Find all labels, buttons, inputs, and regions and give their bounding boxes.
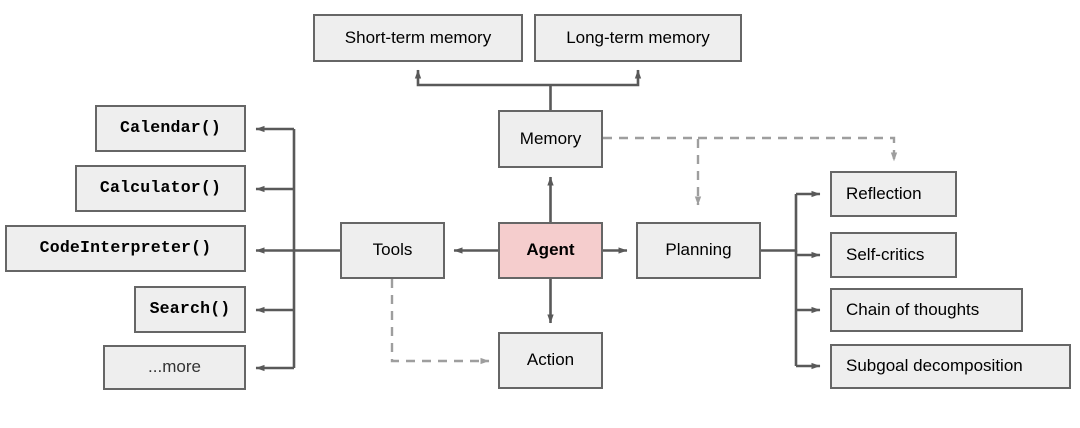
node-memory[interactable]: Memory: [498, 110, 603, 168]
node-long-term-memory[interactable]: Long-term memory: [534, 14, 742, 62]
node-label: Memory: [519, 128, 582, 148]
node-planning[interactable]: Planning: [636, 222, 761, 279]
node-label: CodeInterpreter(): [39, 238, 212, 258]
edge-memory-to-planning-dashed: [603, 136, 702, 206]
node-chain-of-thoughts[interactable]: Chain of thoughts: [830, 288, 1023, 332]
edge-tools-to-action-dashed: [390, 279, 490, 365]
edge-planning-trunk: [761, 194, 798, 252]
node-subgoal-decomposition[interactable]: Subgoal decomposition: [830, 344, 1071, 389]
node-label: Short-term memory: [344, 27, 492, 47]
node-label: Chain of thoughts: [846, 299, 980, 319]
node-label: Planning: [665, 240, 732, 260]
node-label: ...more: [148, 357, 201, 377]
node-label: Self-critics: [846, 244, 925, 264]
edge-memory-to-reflection-dashed: [698, 136, 898, 162]
edge-memory-to-long-term-memory: [550, 69, 642, 87]
node-reflection[interactable]: Reflection: [830, 171, 957, 217]
node-self-critics[interactable]: Self-critics: [830, 232, 957, 278]
node-calendar[interactable]: Calendar(): [95, 105, 246, 152]
node-label: Long-term memory: [566, 27, 710, 47]
node-label: Search(): [149, 299, 231, 319]
node-action[interactable]: Action: [498, 332, 603, 389]
node-label: Calculator(): [99, 178, 222, 198]
node-label: Agent: [526, 240, 575, 260]
edge-tools-trunk: [292, 129, 340, 252]
edge-memory-to-short-term-memory: [414, 69, 551, 87]
node-more[interactable]: ...more: [103, 345, 246, 390]
node-agent[interactable]: Agent: [498, 222, 603, 279]
node-label: Tools: [372, 240, 413, 260]
node-label: Reflection: [846, 183, 922, 203]
node-label: Action: [526, 350, 575, 370]
node-search[interactable]: Search(): [134, 286, 246, 333]
node-calculator[interactable]: Calculator(): [75, 165, 246, 212]
node-label: Subgoal decomposition: [846, 356, 1023, 376]
node-code-interpreter[interactable]: CodeInterpreter(): [5, 225, 246, 272]
node-tools[interactable]: Tools: [340, 222, 445, 279]
node-label: Calendar(): [119, 118, 222, 138]
node-short-term-memory[interactable]: Short-term memory: [313, 14, 523, 62]
